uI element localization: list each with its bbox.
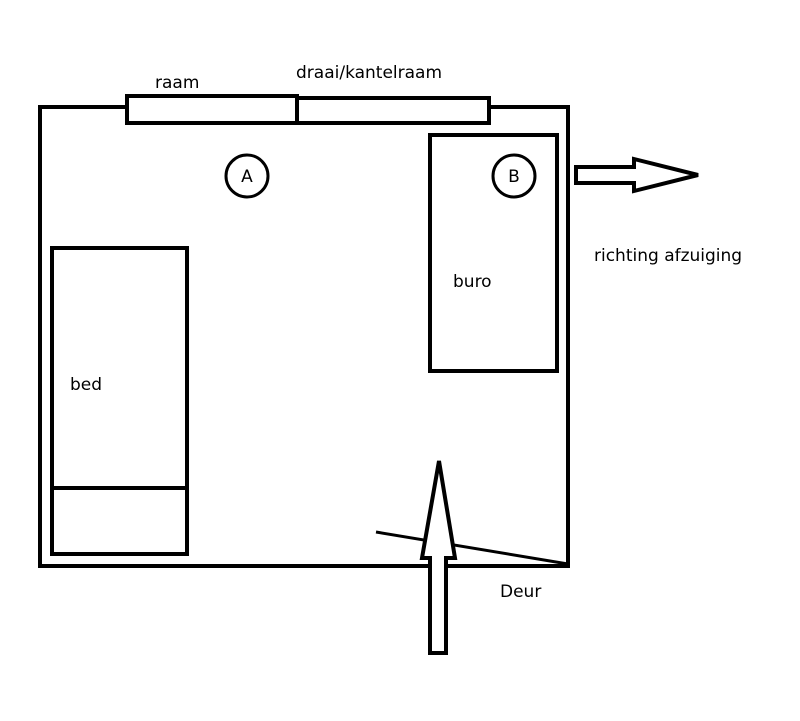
bed (50, 246, 189, 556)
label-deur: Deur (500, 582, 541, 602)
marker-a-label: A (241, 167, 253, 187)
marker-b-circle (491, 153, 537, 199)
label-bed: bed (70, 375, 102, 395)
exhaust-arrow (574, 156, 699, 194)
room-outline (38, 105, 570, 568)
label-draai-kantelraam: draai/kantelraam (296, 63, 442, 83)
window-draai-kantelraam (295, 96, 491, 125)
label-raam: raam (155, 73, 199, 93)
door-swing-line (375, 530, 569, 566)
marker-b-label: B (508, 167, 520, 187)
desk-buro (428, 133, 559, 373)
entry-arrow (419, 460, 458, 655)
marker-a-circle (224, 153, 270, 199)
window-raam (125, 94, 299, 125)
label-buro: buro (453, 272, 492, 292)
label-richting-afzuiging: richting afzuiging (594, 246, 742, 266)
